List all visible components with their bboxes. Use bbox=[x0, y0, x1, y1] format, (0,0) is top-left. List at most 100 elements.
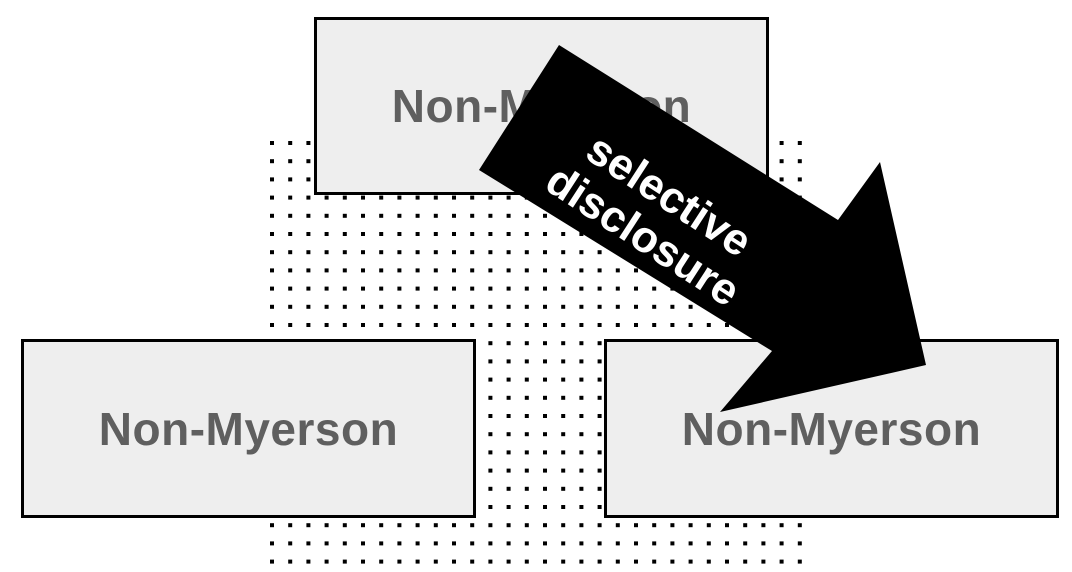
dot bbox=[524, 468, 529, 473]
dot bbox=[561, 341, 566, 346]
dot bbox=[306, 250, 311, 255]
dot bbox=[579, 468, 584, 473]
dot bbox=[597, 505, 602, 509]
dot bbox=[306, 523, 311, 528]
dot bbox=[706, 559, 711, 564]
dot bbox=[306, 304, 311, 309]
dot bbox=[306, 213, 311, 218]
dot bbox=[506, 286, 511, 291]
dot bbox=[415, 195, 420, 200]
dot bbox=[415, 232, 420, 236]
dot bbox=[543, 377, 547, 382]
dot bbox=[415, 268, 420, 273]
dot bbox=[506, 468, 511, 473]
dot bbox=[324, 559, 329, 564]
dot bbox=[561, 359, 566, 364]
dot bbox=[342, 559, 347, 564]
dot bbox=[743, 541, 748, 546]
dot bbox=[452, 304, 456, 309]
dot bbox=[306, 286, 311, 291]
dot bbox=[452, 213, 456, 218]
dot bbox=[579, 486, 584, 491]
box-left-non-myerson: Non-Myerson bbox=[21, 339, 476, 518]
dot bbox=[342, 195, 347, 200]
dot bbox=[524, 395, 529, 400]
box-right-label: Non-Myerson bbox=[681, 402, 982, 455]
dot bbox=[324, 232, 329, 236]
dot bbox=[433, 250, 438, 255]
dot bbox=[270, 159, 274, 164]
dot bbox=[379, 323, 384, 327]
dot bbox=[597, 395, 602, 400]
dot bbox=[561, 486, 566, 491]
dot bbox=[415, 523, 420, 528]
dot bbox=[361, 286, 365, 291]
dot bbox=[561, 414, 566, 418]
dot bbox=[706, 523, 711, 528]
dot bbox=[306, 195, 311, 200]
dot bbox=[397, 232, 402, 236]
dot bbox=[761, 523, 766, 528]
dot bbox=[488, 559, 493, 564]
dot bbox=[561, 323, 566, 327]
dot bbox=[543, 486, 547, 491]
dot bbox=[324, 523, 329, 528]
dot bbox=[506, 559, 511, 564]
dot bbox=[615, 523, 620, 528]
dot bbox=[488, 414, 493, 418]
dot bbox=[615, 268, 620, 273]
dot bbox=[597, 323, 602, 327]
dot bbox=[470, 541, 475, 546]
dot bbox=[379, 232, 384, 236]
dot bbox=[397, 323, 402, 327]
dot bbox=[506, 250, 511, 255]
dot bbox=[670, 541, 675, 546]
dot bbox=[615, 559, 620, 564]
dot bbox=[433, 268, 438, 273]
dot bbox=[488, 450, 493, 455]
dot bbox=[488, 341, 493, 346]
dot bbox=[597, 432, 602, 437]
dot bbox=[415, 304, 420, 309]
dot bbox=[524, 450, 529, 455]
dot bbox=[488, 213, 493, 218]
dot bbox=[379, 195, 384, 200]
dot bbox=[470, 323, 475, 327]
dot bbox=[597, 468, 602, 473]
dot bbox=[597, 359, 602, 364]
dot bbox=[688, 559, 693, 564]
dot bbox=[524, 414, 529, 418]
dot bbox=[797, 177, 802, 182]
dot bbox=[288, 232, 293, 236]
dot bbox=[652, 541, 657, 546]
dot bbox=[597, 304, 602, 309]
dot bbox=[506, 341, 511, 346]
dot bbox=[470, 559, 475, 564]
dot bbox=[361, 232, 365, 236]
dot bbox=[597, 286, 602, 291]
dot bbox=[524, 232, 529, 236]
dot bbox=[506, 268, 511, 273]
dot bbox=[342, 286, 347, 291]
dot bbox=[397, 523, 402, 528]
dot bbox=[634, 323, 638, 327]
dot bbox=[579, 414, 584, 418]
dot bbox=[452, 286, 456, 291]
dot bbox=[415, 286, 420, 291]
dot bbox=[270, 195, 274, 200]
dot bbox=[543, 450, 547, 455]
dot bbox=[288, 159, 293, 164]
dot bbox=[561, 450, 566, 455]
dot bbox=[579, 250, 584, 255]
dot bbox=[543, 250, 547, 255]
dot bbox=[561, 505, 566, 509]
dot bbox=[342, 250, 347, 255]
dot bbox=[324, 541, 329, 546]
dot bbox=[470, 304, 475, 309]
dot bbox=[743, 523, 748, 528]
dot bbox=[488, 505, 493, 509]
dot bbox=[524, 268, 529, 273]
dot bbox=[579, 559, 584, 564]
dot bbox=[488, 195, 493, 200]
